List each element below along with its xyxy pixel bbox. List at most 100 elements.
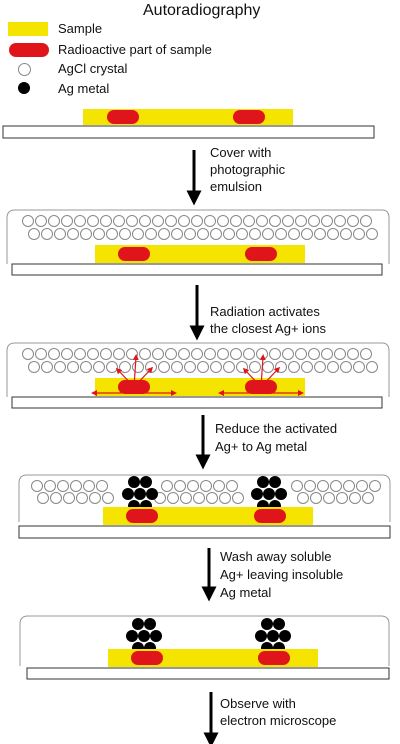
agcl-crystal [343, 480, 355, 492]
agcl-crystal [61, 348, 73, 360]
agcl-crystal [158, 361, 170, 373]
agcl-crystal [304, 480, 316, 492]
ag-metal-grain [261, 618, 273, 630]
agcl-crystal [187, 480, 199, 492]
step-1-label-line-3: emulsion [210, 179, 263, 194]
agcl-crystal [256, 348, 268, 360]
agcl-crystal [87, 348, 99, 360]
ag-metal-grain [122, 488, 134, 500]
agcl-crystal [174, 480, 186, 492]
agcl-crystal [83, 480, 95, 492]
agcl-crystal [31, 480, 43, 492]
stage-1-emulsion [6, 209, 390, 276]
agcl-crystal [269, 215, 281, 227]
agcl-crystal [366, 228, 378, 240]
agcl-crystal [126, 215, 138, 227]
ag-metal-grain [255, 630, 267, 642]
radioactive-spot [245, 247, 277, 261]
agcl-crystal [180, 492, 192, 504]
agcl-crystal [223, 228, 235, 240]
agcl-crystal [213, 480, 225, 492]
agcl-crystal [145, 228, 157, 240]
agcl-crystal [165, 348, 177, 360]
agcl-crystal [139, 348, 151, 360]
agcl-crystal [204, 348, 216, 360]
ag-metal-grain [150, 630, 162, 642]
ag-metal-grain [257, 476, 269, 488]
agcl-crystal [334, 215, 346, 227]
radioactive-spot [118, 247, 150, 261]
agcl-crystal [288, 361, 300, 373]
agcl-crystal [236, 228, 248, 240]
agcl-crystal [308, 348, 320, 360]
agcl-crystal [232, 492, 244, 504]
agcl-crystal [37, 492, 49, 504]
agcl-crystal [347, 215, 359, 227]
agcl-crystal [323, 492, 335, 504]
step-4-label-line-3: Ag metal [220, 585, 272, 600]
step-4-label-line-2: Ag+ leaving insoluble [220, 567, 344, 582]
radiation-ray [260, 366, 281, 388]
slide [2, 125, 375, 139]
agcl-crystal [152, 348, 164, 360]
agcl-crystal [336, 492, 348, 504]
agcl-crystal [275, 361, 287, 373]
radiation-ray [242, 367, 262, 388]
agcl-crystal [28, 228, 40, 240]
agcl-crystal [230, 215, 242, 227]
agcl-crystal [334, 348, 346, 360]
agcl-crystal [171, 228, 183, 240]
agcl-crystal [113, 215, 125, 227]
radioactive-spot [254, 509, 286, 523]
step-5-label-line-2: electron microscope [220, 713, 337, 728]
diagram-title: Autoradiography [143, 2, 261, 19]
agcl-crystal [74, 215, 86, 227]
step-3-label-line-2: Ag+ to Ag metal [215, 439, 308, 454]
agcl-crystal [262, 361, 274, 373]
agcl-crystal [35, 215, 47, 227]
slide [11, 263, 383, 276]
agcl-crystal [152, 215, 164, 227]
ag-metal-grain [269, 476, 281, 488]
agcl-crystal [197, 228, 209, 240]
agcl-crystal [308, 215, 320, 227]
agcl-crystal [347, 348, 359, 360]
agcl-crystal [243, 215, 255, 227]
agcl-crystal [249, 361, 261, 373]
step-2-label-line-2: the closest Ag+ ions [210, 321, 326, 336]
agcl-crystal [206, 492, 218, 504]
agcl-crystal [230, 348, 242, 360]
agcl-crystal [50, 492, 62, 504]
agcl-crystal [54, 228, 66, 240]
slide [26, 667, 390, 680]
agcl-crystal [70, 480, 82, 492]
ag-metal-grain [140, 476, 152, 488]
legend-sample-label: Sample [58, 21, 103, 36]
step-5-label-line-1: Observe with [220, 696, 296, 711]
agcl-crystal [217, 348, 229, 360]
agcl-crystal [282, 348, 294, 360]
agcl-crystal [100, 215, 112, 227]
agcl-crystal [184, 361, 196, 373]
agcl-crystal [301, 228, 313, 240]
radioactive-spot [107, 110, 139, 124]
ag-metal-grain [267, 630, 279, 642]
radioactive-spot [126, 509, 158, 523]
agcl-crystal [93, 361, 105, 373]
agcl-crystal [314, 228, 326, 240]
agcl-crystal [219, 492, 231, 504]
agcl-crystal [204, 215, 216, 227]
agcl-crystal [249, 228, 261, 240]
radioactive-spot [258, 651, 290, 665]
agcl-crystal [100, 348, 112, 360]
radiation-ray [259, 354, 266, 388]
agcl-crystal [80, 228, 92, 240]
agcl-crystal [295, 215, 307, 227]
legend-agcl-label: AgCl crystal [58, 61, 128, 76]
ag-metal-grain [251, 488, 263, 500]
ag-metal-grain [279, 630, 291, 642]
agcl-crystal [200, 480, 212, 492]
ag-metal-grain [263, 488, 275, 500]
agcl-crystal [297, 492, 309, 504]
